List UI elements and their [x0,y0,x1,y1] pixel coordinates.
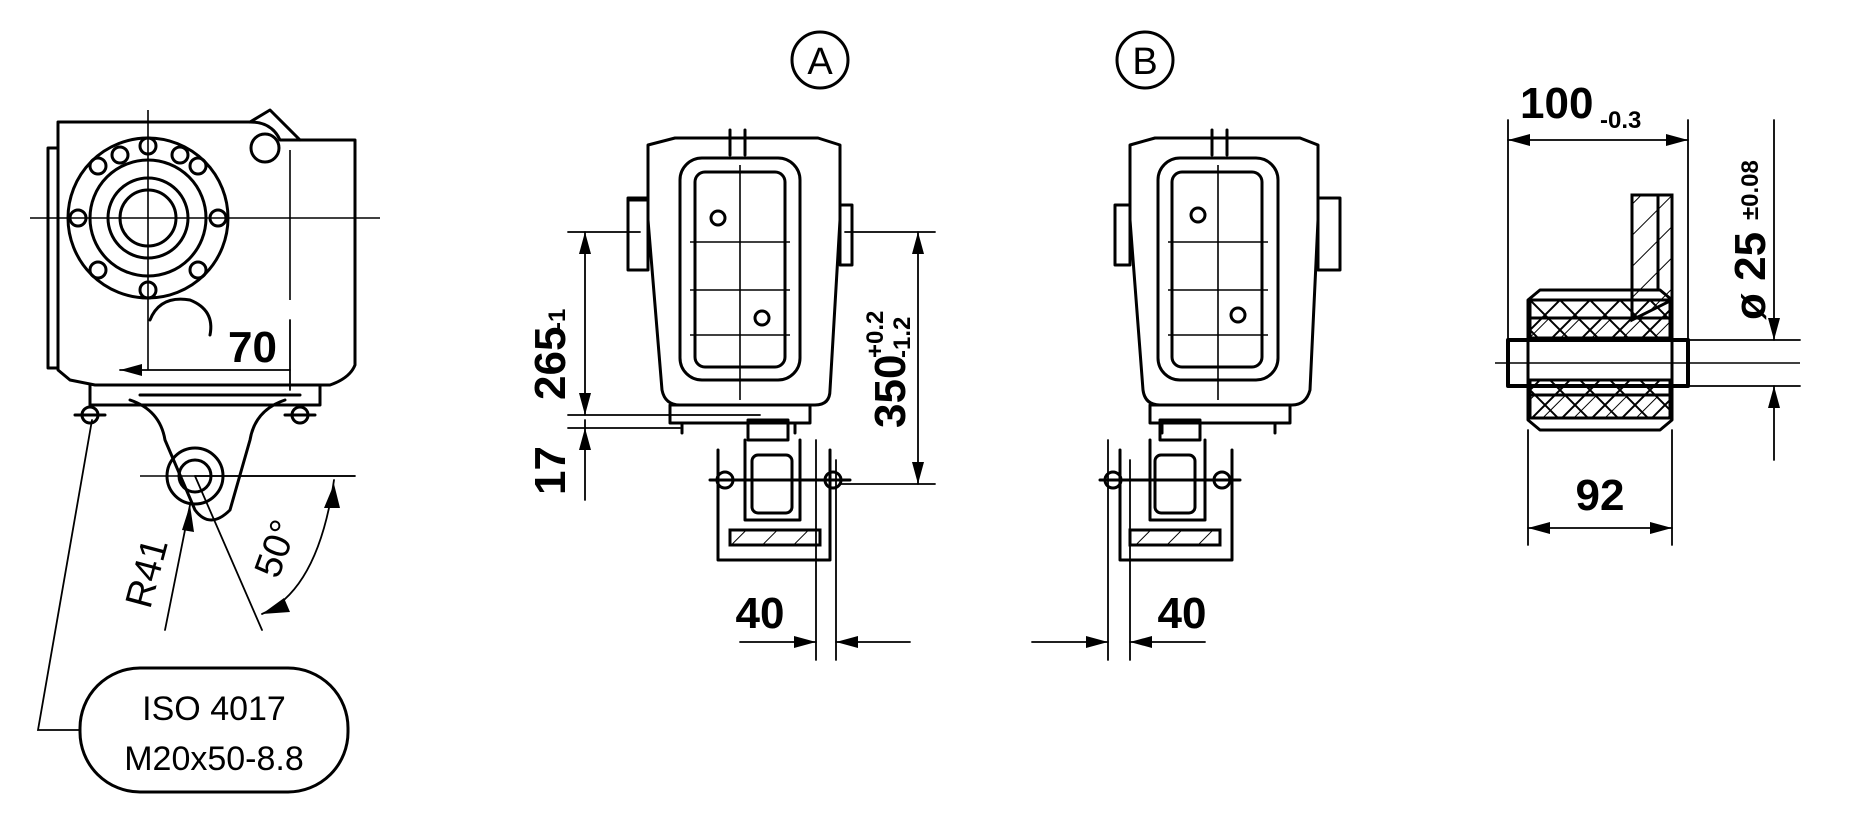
dim-100-text: 100 [1520,79,1593,128]
dim-70-text: 70 [228,323,277,372]
dim-265-text: 265 [526,327,575,400]
dim-dia25-text: ø 25 [1726,232,1775,320]
callout-line1: ISO 4017 [142,690,286,728]
view-b: B 40 [1031,30,1342,661]
dim-17-text: 17 [526,446,575,495]
dim-265-tol: -1 [544,309,571,330]
dim-350-text: 350 [866,355,915,428]
bushing-section: 100 -0.3 92 ø 25 ±0.08 [1495,79,1801,546]
side-view: 70 R41 50° ISO 4017 M20x50-8.8 [30,108,380,794]
dim-r41-text: R41 [118,534,177,612]
dim-40-b-text: 40 [1158,589,1207,638]
dim-350-tol-lower: -1.2 [889,317,916,358]
angle-50-text: 50° [247,515,306,583]
view-b-label: B [1132,41,1157,83]
callout-line2: M20x50-8.8 [124,740,304,778]
dim-92-text: 92 [1576,471,1625,520]
dim-dia25-tol: ±0.08 [1737,160,1764,220]
view-a: A 265 -1 [526,30,936,661]
dim-350-tol-upper: +0.2 [862,311,889,358]
dim-100-tol: -0.3 [1600,107,1641,134]
view-a-label: A [807,41,833,83]
dim-40-a-text: 40 [736,589,785,638]
